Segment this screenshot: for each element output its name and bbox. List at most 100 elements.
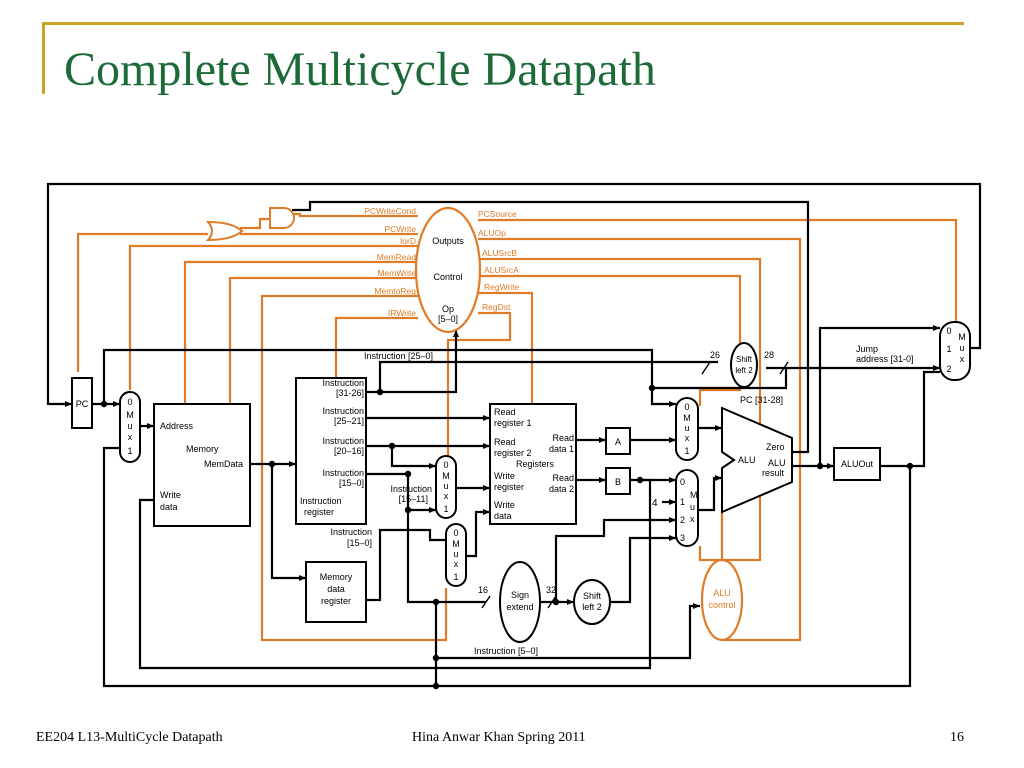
svg-text:register 1: register 1	[494, 418, 532, 428]
svg-text:Shift: Shift	[736, 355, 753, 364]
svg-text:0: 0	[443, 460, 448, 470]
register-file: Read register 1 Read register 2 Read dat…	[489, 403, 577, 525]
instr-25-0-label: Instruction [25–0]	[364, 351, 433, 361]
svg-text:M: M	[958, 332, 966, 342]
registers-title: Registers	[516, 459, 555, 469]
control-op-label: Op	[442, 304, 454, 314]
svg-text:2: 2	[680, 515, 685, 525]
data-wires	[46, 182, 982, 688]
control-op-bits: [5–0]	[438, 314, 458, 324]
svg-text:0: 0	[453, 528, 458, 538]
svg-text:Instruction: Instruction	[322, 436, 364, 446]
wire-pcsource	[478, 218, 958, 322]
wire-imm	[366, 472, 486, 604]
svg-text:1: 1	[946, 344, 951, 354]
signal-iord: IorD	[400, 236, 416, 246]
svg-text:register: register	[304, 507, 334, 517]
wire-zero-to-and	[292, 200, 810, 454]
signal-pcsource: PCSource	[478, 209, 517, 219]
signal-memread: MemRead	[377, 252, 416, 262]
svg-text:register 2: register 2	[494, 448, 532, 458]
aluout-register: ALUOut	[833, 447, 881, 481]
svg-text:0: 0	[946, 326, 951, 336]
svg-text:3: 3	[680, 533, 685, 543]
svg-text:M: M	[442, 471, 450, 481]
memory-unit: Address Memory MemData Write data	[153, 403, 251, 527]
svg-text:u: u	[959, 343, 964, 353]
wire-mux4-to-alu	[698, 475, 722, 512]
svg-text:1: 1	[684, 446, 689, 456]
wire-alusrcb	[478, 257, 762, 562]
svg-text:Write: Write	[494, 471, 515, 481]
memory-title: Memory	[186, 444, 219, 454]
svg-text:0: 0	[127, 397, 132, 407]
wire-instr-31-26	[366, 330, 459, 394]
svg-text:u: u	[684, 423, 689, 433]
svg-text:register: register	[494, 482, 524, 492]
instruction-register: Instruction [31-26] Instruction [25–21] …	[295, 377, 367, 525]
wire-aluout-to-topmux	[880, 370, 940, 468]
mux-pcsource: 0 1 2 M u x	[939, 321, 971, 381]
svg-text:1: 1	[443, 504, 448, 514]
instr-15-0-label-a: Instruction	[330, 527, 372, 537]
signal-memtoreg: MemtoReg	[374, 286, 416, 296]
svg-text:left 2: left 2	[582, 602, 602, 612]
mux-memtoreg: 0 M u x 1	[445, 523, 467, 587]
svg-text:Instruction: Instruction	[322, 378, 364, 388]
and-gate	[269, 207, 295, 229]
control-outputs-label: Outputs	[432, 236, 464, 246]
svg-text:Read: Read	[494, 437, 516, 447]
wire-alu-to-topmux	[818, 325, 940, 466]
memory-write-label: Write	[160, 490, 181, 500]
signal-pcwrite: PCWrite	[385, 224, 417, 234]
svg-text:ALU: ALU	[768, 458, 786, 468]
wire-memwrite	[228, 276, 418, 404]
svg-text:Instruction: Instruction	[322, 468, 364, 478]
page-number: 16	[950, 730, 964, 745]
svg-text:Read: Read	[552, 473, 574, 483]
sign-extend-unit: Sign extend	[499, 561, 541, 643]
wire-iord	[128, 244, 418, 390]
bits-26: 26	[710, 350, 720, 360]
svg-text:Read: Read	[552, 433, 574, 443]
slide-title: Complete Multicycle Datapath	[64, 43, 656, 96]
svg-text:Memory: Memory	[320, 572, 353, 582]
svg-text:M: M	[452, 539, 460, 549]
shift-left-2-lower: Shift left 2	[573, 579, 611, 625]
svg-text:1: 1	[127, 446, 132, 456]
svg-text:[15–0]: [15–0]	[339, 478, 364, 488]
svg-text:[20–16]: [20–16]	[334, 446, 364, 456]
footer-course: EE204 L13-MultiCycle Datapath	[36, 730, 223, 745]
memory-address-label: Address	[160, 421, 194, 431]
svg-text:Sign: Sign	[511, 590, 529, 600]
instr-15-11-label-a: Instruction	[390, 484, 432, 494]
control-wires	[76, 212, 958, 642]
svg-text:Instruction: Instruction	[300, 496, 342, 506]
svg-text:Write: Write	[494, 500, 515, 510]
svg-text:M: M	[690, 490, 698, 500]
wire-memtoreg-out	[464, 509, 490, 558]
junction-dots	[100, 384, 914, 690]
svg-text:1: 1	[680, 497, 685, 507]
wire-mdr-out	[366, 528, 446, 602]
wire-rt-to-regdst	[390, 446, 436, 469]
svg-text:[31-26]: [31-26]	[336, 388, 364, 398]
wire-memdata-to-mdr	[270, 464, 306, 581]
svg-text:x: x	[444, 491, 449, 501]
wire-aluop	[478, 237, 802, 642]
wire-pcwritecond	[292, 212, 418, 218]
instr-15-11-label-b: [15–11]	[399, 494, 428, 504]
signal-irwrite: IRWrite	[388, 308, 416, 318]
memory-data-register: Memory data register	[305, 561, 367, 623]
bits-16: 16	[478, 585, 488, 595]
wire-pc-to-muxa	[102, 348, 676, 407]
svg-text:data 1: data 1	[549, 444, 574, 454]
svg-text:Instruction: Instruction	[322, 406, 364, 416]
svg-text:0: 0	[684, 402, 689, 412]
signal-aluop: ALUOp	[478, 228, 506, 238]
wire-memtoreg	[260, 294, 448, 642]
svg-text:register: register	[321, 596, 351, 606]
memory-memdata-label: MemData	[204, 459, 243, 469]
signal-regdst: RegDst	[482, 302, 511, 312]
